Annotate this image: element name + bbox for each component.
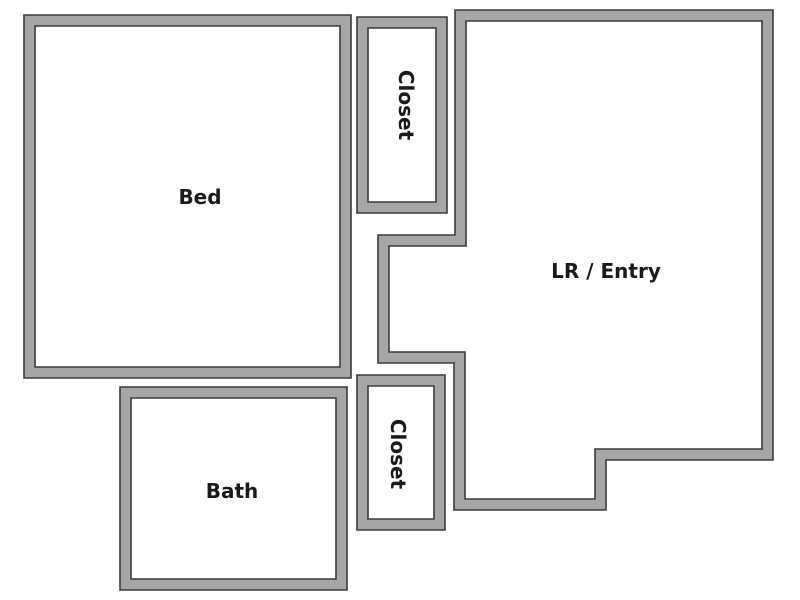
lr-entry-walls [377,9,774,511]
closet-top-label: Closet [394,70,418,141]
lr-entry-label: LR / Entry [551,259,661,283]
closet-bottom-walls [356,374,446,531]
bed-label: Bed [178,185,221,209]
bath-walls [119,386,348,591]
room-closet-top: Closet [356,16,448,214]
closet-top-walls [356,16,448,214]
room-lr-entry: LR / Entry [377,9,774,511]
room-bath: Bath [119,386,348,591]
room-closet-bottom: Closet [356,374,446,531]
room-bed: Bed [23,14,352,379]
bed-walls [23,14,352,379]
bath-label: Bath [206,479,259,503]
closet-bottom-label: Closet [386,419,410,490]
